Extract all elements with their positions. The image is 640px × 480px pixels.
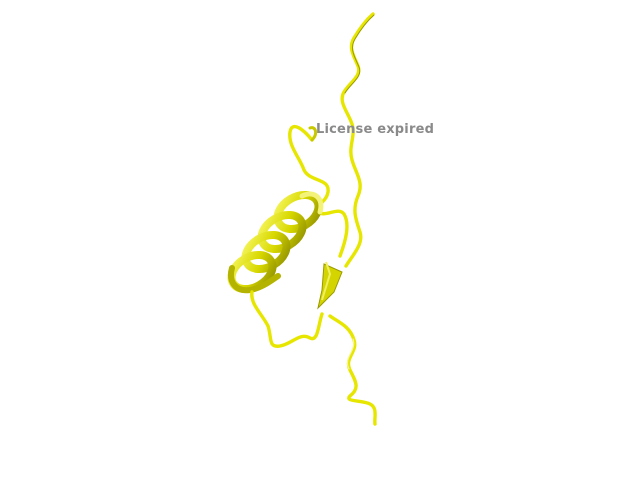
beta-strand	[317, 261, 343, 310]
coil-bottom-left	[250, 290, 324, 348]
license-watermark: License expired	[316, 122, 435, 137]
coil-loop	[288, 124, 349, 258]
alpha-helix	[227, 190, 324, 294]
coil-tail	[328, 314, 377, 426]
coil-top	[340, 12, 375, 268]
